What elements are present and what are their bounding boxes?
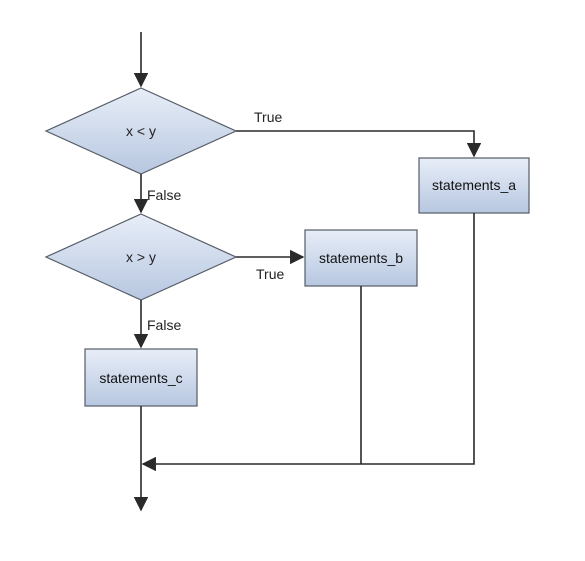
edge-d1-false-label: False: [147, 187, 181, 203]
edge-d1-true: [236, 130, 482, 158]
statements-c-label: statements_c: [99, 370, 182, 386]
decision-x-lt-y-label: x < y: [126, 123, 156, 139]
statements-a-label: statements_a: [432, 177, 516, 193]
statements-b-label: statements_b: [319, 250, 403, 266]
statements-a-box: [418, 157, 530, 214]
decision-x-gt-y-label: x > y: [126, 249, 156, 265]
statements-b-box: [304, 229, 418, 287]
statements-c-box: [84, 348, 198, 407]
edge-a-to-merge: [141, 213, 475, 472]
edge-d1-true-label: True: [254, 109, 282, 125]
edge-d2-true-label: True: [256, 266, 284, 282]
edge-d2-false-label: False: [147, 317, 181, 333]
